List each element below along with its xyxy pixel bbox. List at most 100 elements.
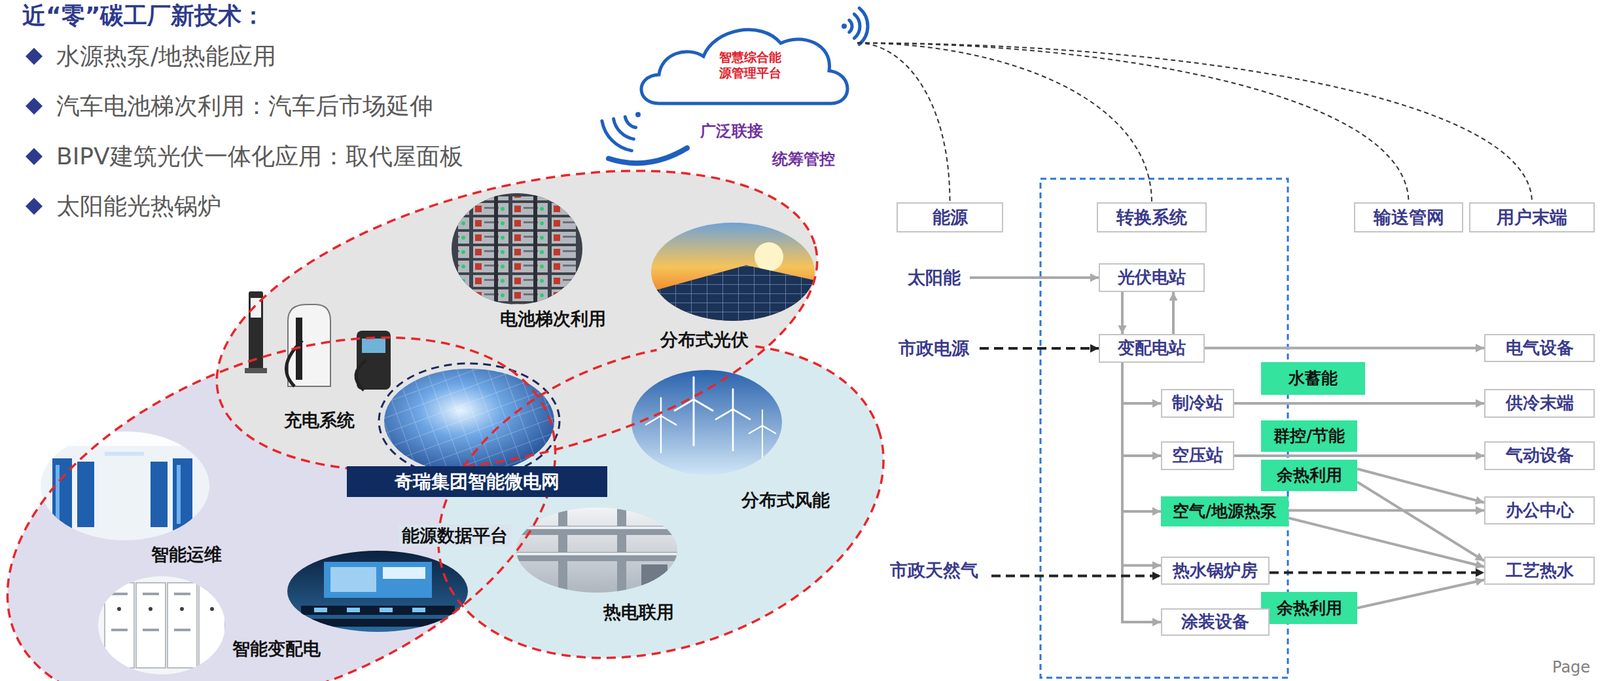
- picture-label: 智能变配电: [229, 637, 324, 660]
- server-room-photo: [40, 431, 210, 540]
- page-footer: Page: [1552, 656, 1591, 678]
- column-header: 转换系统: [1096, 202, 1207, 233]
- pipes-photo: [516, 551, 678, 561]
- server-room-photo: [104, 451, 144, 456]
- server-room-photo: [150, 461, 168, 527]
- pipes-photo: [558, 507, 568, 593]
- battery-photo: [494, 193, 498, 305]
- flow-arrow: [1234, 454, 1485, 457]
- charger-icons: [244, 367, 267, 374]
- bullet-diamond: [25, 47, 43, 215]
- flow-arrow: [1357, 481, 1485, 561]
- column-header: 能源: [896, 202, 1004, 233]
- measure-tag: 余热利用: [1261, 459, 1358, 491]
- node-label: 供冷末端: [1505, 392, 1574, 413]
- pipes-photo: [641, 564, 668, 594]
- process-box: 制冷站: [1160, 388, 1235, 418]
- process-box: 办公中心: [1484, 496, 1595, 525]
- flow-arrow: [1120, 291, 1124, 334]
- pipes-photo: [516, 527, 678, 554]
- node-label: 工艺热水: [1505, 560, 1574, 581]
- switchgear-photo: [104, 582, 135, 668]
- charger-icons: [361, 338, 386, 353]
- control-room-photo: [379, 607, 393, 612]
- switchgear-photo: [198, 582, 226, 668]
- picture-label: 充电系统: [280, 408, 358, 432]
- source-label: 市政天然气: [876, 555, 992, 585]
- bullet-text: 太阳能光热锅炉: [56, 191, 222, 221]
- link-line: [857, 43, 951, 203]
- bullet-diamond: [25, 197, 43, 215]
- bullet-diamond: [25, 147, 43, 165]
- bullet-text: BIPV建筑光伏一体化应用：取代屋面板: [56, 142, 464, 171]
- process-box: 气动设备: [1484, 441, 1595, 470]
- bullet-text: 汽车电池梯次利用：汽车后市场延伸: [56, 91, 434, 121]
- wind-photo: [631, 369, 783, 475]
- pipes-photo: [516, 525, 678, 535]
- switchgear-photo: [111, 628, 128, 631]
- flow-arrow: [991, 574, 1161, 578]
- link-line: [857, 43, 1532, 203]
- node-label: 转换系统: [1116, 206, 1188, 228]
- wind-photo: [749, 409, 777, 458]
- signal-icon: [849, 20, 853, 33]
- signal-icon: [841, 23, 847, 29]
- switchgear-photo: [98, 575, 226, 675]
- node-label: 气动设备: [1505, 444, 1574, 466]
- node-label: 太阳能: [907, 266, 961, 288]
- process-box: 变配电站: [1098, 333, 1205, 363]
- signal-icon: [853, 14, 860, 39]
- battery-photo: [451, 193, 583, 305]
- process-box: 供冷末端: [1484, 388, 1595, 418]
- link-line: [857, 43, 1152, 203]
- picture-label: 分布式光伏: [657, 328, 752, 351]
- control-room-photo: [382, 566, 426, 579]
- server-room-photo: [40, 431, 210, 446]
- flow-arrow: [1122, 362, 1161, 622]
- switchgear-photo: [142, 592, 160, 595]
- picture-label: 电池梯次利用: [496, 307, 610, 330]
- node-label: 光伏电站: [1117, 266, 1186, 288]
- charger-icons: [356, 330, 391, 390]
- node-label: 余热利用: [1276, 598, 1343, 618]
- process-box: 电气设备: [1484, 333, 1595, 362]
- flow-arrow: [1357, 468, 1485, 503]
- switchgear-photo: [117, 606, 122, 611]
- signal-icon: [602, 117, 688, 164]
- switchgear-photo: [167, 582, 197, 668]
- column-header: 用户末端: [1469, 202, 1595, 233]
- charger-icons: [355, 359, 367, 391]
- node-label: 制冷站: [1172, 392, 1224, 413]
- measure-tag: 水蓄能: [1261, 361, 1366, 395]
- signal-icon: [624, 117, 636, 128]
- node-label: 空压站: [1172, 444, 1224, 466]
- control-room-photo: [330, 566, 377, 592]
- control-room-photo: [346, 607, 360, 612]
- node-label: 水蓄能: [1288, 368, 1338, 389]
- flow-arrow: [1122, 362, 1161, 404]
- server-room-photo: [55, 464, 60, 524]
- switchgear-photo: [104, 582, 226, 668]
- solar-photo: [754, 242, 784, 271]
- server-room-photo: [52, 458, 193, 531]
- process-box: 空压站: [1160, 441, 1235, 470]
- solar-photo: [651, 222, 815, 321]
- node-label: 用户末端: [1496, 206, 1568, 228]
- switchgear-photo: [179, 606, 184, 611]
- bullet-text: 水源热泵/地热能应用: [56, 41, 277, 71]
- process-box: 空气/地源热泵: [1160, 496, 1289, 527]
- pipes-photo: [617, 507, 627, 593]
- pipes-photo: [516, 526, 678, 529]
- switchgear-photo: [111, 592, 128, 595]
- solar-photo: [651, 222, 815, 321]
- bullet-diamond: [25, 97, 43, 115]
- server-room-photo: [77, 461, 95, 527]
- region-dashed-outline: [0, 115, 925, 681]
- inner-dashed-ellipse: [378, 363, 560, 479]
- slide-title: 近“零”碳工厂新技术：: [22, 1, 266, 31]
- node-label: 余热利用: [1276, 465, 1343, 485]
- title-band: 奇瑞集团智能微电网: [346, 465, 608, 497]
- control-room-photo: [307, 618, 449, 627]
- solar-cell-photo: [333, 304, 611, 539]
- node-label: 能源: [932, 206, 968, 228]
